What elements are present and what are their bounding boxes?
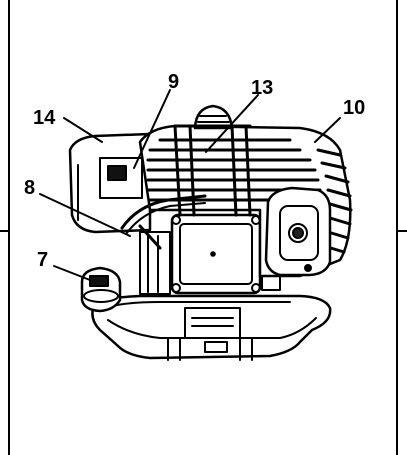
callout-10: 10 bbox=[343, 97, 366, 119]
frame-left-tick bbox=[0, 230, 10, 232]
callout-13: 13 bbox=[251, 77, 274, 99]
spark-plug bbox=[193, 104, 234, 130]
fuel-cap bbox=[80, 266, 122, 313]
callout-8: 8 bbox=[24, 177, 36, 199]
leader-14 bbox=[63, 117, 103, 143]
left-housing bbox=[68, 132, 152, 234]
leader-13 bbox=[205, 94, 259, 153]
frame-left-border bbox=[8, 0, 10, 455]
frame-right-tick bbox=[396, 230, 407, 232]
frame-right-border bbox=[396, 0, 398, 455]
engine-base bbox=[91, 294, 332, 361]
leader-8 bbox=[39, 193, 131, 237]
leader-7 bbox=[53, 265, 91, 281]
callout-leaders bbox=[39, 89, 341, 281]
fuel-line bbox=[120, 194, 207, 250]
leader-10 bbox=[314, 117, 341, 143]
callout-14: 14 bbox=[33, 107, 56, 129]
muffler bbox=[264, 186, 332, 277]
callout-9: 9 bbox=[168, 71, 180, 93]
leader-9 bbox=[133, 89, 171, 169]
callout-7: 7 bbox=[37, 249, 49, 271]
